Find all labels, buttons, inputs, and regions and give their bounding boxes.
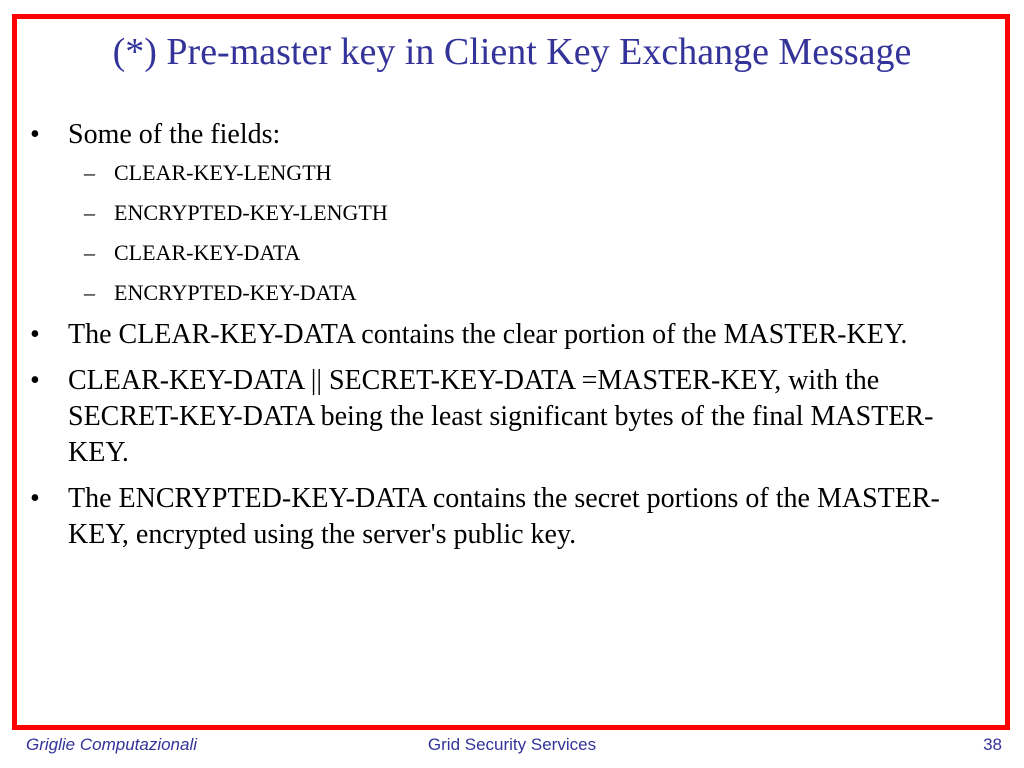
bullet-item-clear-key: • The CLEAR-KEY-DATA contains the clear … [28, 317, 988, 353]
bullet-text: The ENCRYPTED-KEY-DATA contains the secr… [68, 483, 940, 550]
sub-item: – ENCRYPTED-KEY-DATA [68, 279, 988, 307]
sub-item: – ENCRYPTED-KEY-LENGTH [68, 199, 988, 227]
dash-icon: – [84, 160, 95, 185]
bullet-text: The CLEAR-KEY-DATA contains the clear po… [68, 319, 908, 350]
sub-item-text: CLEAR-KEY-LENGTH [114, 160, 332, 185]
bullet-icon: • [30, 119, 40, 150]
slide-frame [12, 14, 1010, 730]
sub-item: – CLEAR-KEY-DATA [68, 239, 988, 267]
footer-page-number: 38 [983, 735, 1002, 754]
sub-item-text: ENCRYPTED-KEY-LENGTH [114, 200, 388, 225]
bullet-icon: • [30, 483, 40, 514]
slide-title: (*) Pre-master key in Client Key Exchang… [112, 31, 912, 73]
bullet-item-master-key-formula: • CLEAR-KEY-DATA || SECRET-KEY-DATA =MAS… [28, 363, 988, 471]
sub-item: – CLEAR-KEY-LENGTH [68, 159, 988, 187]
dash-icon: – [84, 200, 95, 225]
bullet-text: CLEAR-KEY-DATA || SECRET-KEY-DATA =MASTE… [68, 365, 934, 468]
dash-icon: – [84, 240, 95, 265]
sub-item-text: CLEAR-KEY-DATA [114, 240, 301, 265]
dash-icon: – [84, 280, 95, 305]
bullet-item-encrypted-key: • The ENCRYPTED-KEY-DATA contains the se… [28, 481, 988, 553]
bullet-item-fields: • Some of the fields: – CLEAR-KEY-LENGTH… [28, 117, 988, 307]
sub-list: – CLEAR-KEY-LENGTH – ENCRYPTED-KEY-LENGT… [68, 159, 988, 307]
sub-item-text: ENCRYPTED-KEY-DATA [114, 280, 357, 305]
slide-content: • Some of the fields: – CLEAR-KEY-LENGTH… [28, 117, 988, 563]
bullet-icon: • [30, 365, 40, 396]
footer-section-title: Grid Security Services [427, 735, 597, 754]
footer-course-name: Griglie Computazionali [26, 735, 198, 754]
bullet-list: • Some of the fields: – CLEAR-KEY-LENGTH… [28, 117, 988, 553]
bullet-icon: • [30, 319, 40, 350]
bullet-text: Some of the fields: [68, 119, 281, 150]
